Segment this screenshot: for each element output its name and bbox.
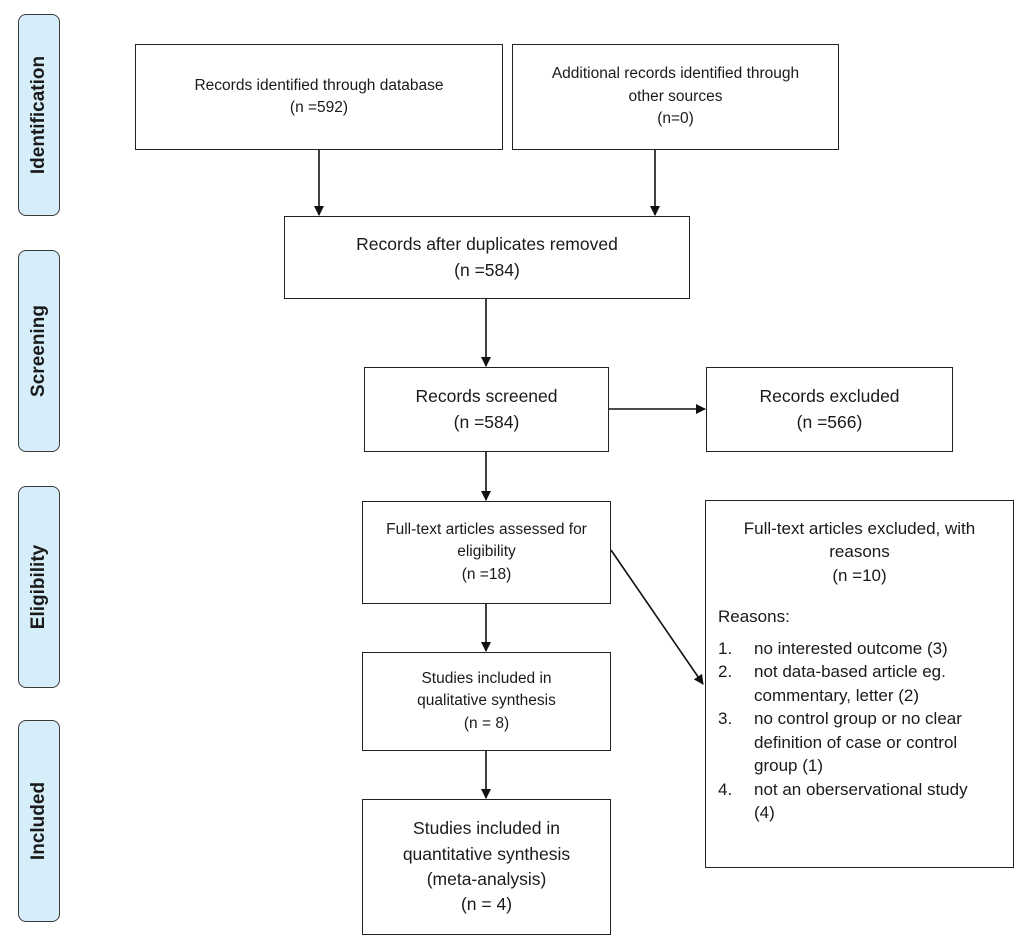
box-qualitative-synthesis: Studies included in qualitative synthesi… <box>362 652 611 751</box>
box-fulltext-assessed: Full-text articles assessed for eligibil… <box>362 501 611 604</box>
reason-text: no control group or no clear definition … <box>754 707 1001 777</box>
fulltext-excluded-line2: reasons <box>829 542 890 562</box>
phase-identification: Identification <box>18 14 60 216</box>
reason-text-line: not data-based article eg. <box>754 662 946 682</box>
reason-number: 1. <box>718 638 733 658</box>
reason-text-line: commentary, letter (2) <box>754 685 920 705</box>
box-qualitative-line3: (n = 8) <box>463 714 510 732</box>
reason-text: no interested outcome (3) <box>754 637 1001 660</box>
box-fulltext-assessed-line2: eligibility <box>457 543 516 561</box>
box-duplicates-removed: Records after duplicates removed (n =584… <box>284 216 690 299</box>
box-fulltext-excluded: Full-text articles excluded, with reason… <box>705 500 1014 868</box>
reasons-list: 1. no interested outcome (3) 2. not data… <box>718 637 1001 825</box>
box-quantitative-line4: (n = 4) <box>460 894 513 915</box>
reason-text-line: group (1) <box>754 756 823 776</box>
box-qualitative-line1: Studies included in <box>421 669 552 687</box>
reason-text: not an oberservational study (4) <box>754 778 1001 825</box>
reason-item: 4. not an oberservational study (4) <box>718 778 1001 825</box>
box-qualitative-line2: qualitative synthesis <box>417 692 556 710</box>
fulltext-excluded-line3: (n =10) <box>832 565 887 585</box>
reason-item: 1. no interested outcome (3) <box>718 637 1001 660</box>
reason-text-line: no control group or no clear <box>754 709 962 729</box>
box-other-sources-line1: Additional records identified through <box>551 65 800 83</box>
box-quantitative-line1: Studies included in <box>413 818 560 839</box>
phase-screening: Screening <box>18 250 60 452</box>
phase-screening-label: Screening <box>28 305 49 397</box>
box-quantitative-synthesis: Studies included in quantitative synthes… <box>362 799 611 935</box>
phase-eligibility: Eligibility <box>18 486 60 688</box>
phase-included: Included <box>18 720 60 922</box>
box-records-screened-line1: Records screened <box>415 386 558 407</box>
box-duplicates-removed-line1: Records after duplicates removed <box>356 234 618 255</box>
box-records-screened: Records screened (n =584) <box>364 367 609 452</box>
reason-number: 3. <box>718 709 733 729</box>
box-records-excluded: Records excluded (n =566) <box>706 367 953 452</box>
reason-number: 4. <box>718 779 733 799</box>
box-duplicates-removed-line2: (n =584) <box>454 259 520 280</box>
reason-text-line: (4) <box>754 802 775 822</box>
phase-identification-label: Identification <box>28 55 49 175</box>
fulltext-excluded-header: Full-text articles excluded, with reason… <box>718 517 1001 587</box>
reason-number: 2. <box>718 662 733 682</box>
box-records-database-line1: Records identified through database <box>194 76 444 94</box>
reasons-title: Reasons: <box>718 607 790 627</box>
box-fulltext-assessed-line1: Full-text articles assessed for <box>386 520 587 538</box>
box-other-sources-line2: other sources <box>628 87 723 105</box>
box-other-sources-line3: (n=0) <box>657 110 694 128</box>
box-records-excluded-line2: (n =566) <box>796 411 863 432</box>
phase-included-label: Included <box>28 781 49 861</box>
box-records-excluded-line1: Records excluded <box>759 386 900 407</box>
box-records-database: Records identified through database (n =… <box>135 44 503 150</box>
reason-text-line: no interested outcome (3) <box>754 638 948 658</box>
reason-text-line: not an oberservational study <box>754 779 968 799</box>
reason-text: not data-based article eg. commentary, l… <box>754 660 1001 707</box>
reason-item: 2. not data-based article eg. commentary… <box>718 660 1001 707</box>
box-records-screened-line2: (n =584) <box>453 411 520 432</box>
box-records-database-line2: (n =592) <box>289 99 349 116</box>
arrow-fulltext-to-excluded <box>610 549 704 685</box>
phase-eligibility-label: Eligibility <box>28 544 49 630</box>
box-records-other-sources: Additional records identified through ot… <box>512 44 839 150</box>
fulltext-excluded-line1: Full-text articles excluded, with <box>743 519 976 538</box>
box-quantitative-line2: quantitative synthesis <box>402 843 571 864</box>
box-quantitative-line3: (meta-analysis) <box>426 869 547 889</box>
box-fulltext-assessed-line3: (n =18) <box>461 565 512 583</box>
reason-text-line: definition of case or control <box>754 732 958 752</box>
reason-item: 3. no control group or no clear definiti… <box>718 707 1001 777</box>
